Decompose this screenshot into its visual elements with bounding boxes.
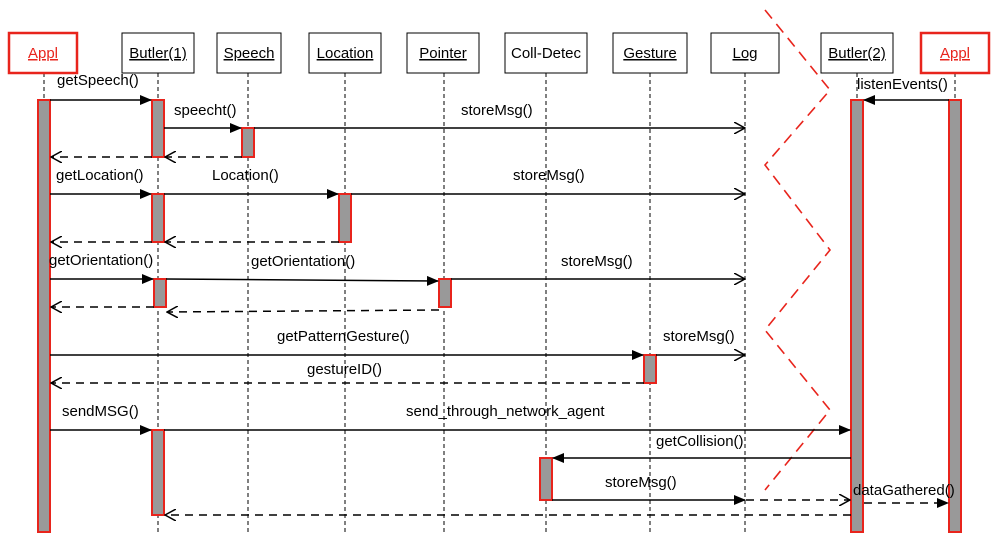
header-butler1: Butler(1) [129, 45, 187, 62]
activation-appl-left [37, 99, 51, 533]
arrow-getorientation-2 [165, 275, 439, 286]
header-location: Location [317, 45, 374, 62]
header-box-appl-left [7, 31, 79, 75]
label-storemsg-5: storeMsg() [605, 474, 677, 491]
header-box-speech [216, 32, 282, 74]
header-coll-detec: Coll-Detec [511, 45, 582, 62]
label-storemsg-2: storeMsg() [513, 167, 585, 184]
header-gesture: Gesture [623, 45, 676, 62]
label-location: Location() [212, 167, 279, 184]
label-speecht: speecht() [174, 102, 237, 119]
label-getlocation: getLocation() [56, 167, 144, 184]
header-box-gesture [612, 32, 688, 74]
label-sendmsg: sendMSG() [62, 403, 139, 420]
header-box-log [710, 32, 780, 74]
activation-coll-detec [539, 457, 553, 501]
activation-gesture [643, 354, 657, 384]
header-box-pointer [406, 32, 480, 74]
activation-butler1-send [151, 429, 165, 516]
activation-pointer [438, 278, 452, 308]
label-storemsg-1: storeMsg() [461, 102, 533, 119]
activation-speech [241, 127, 255, 158]
label-storemsg-4: storeMsg() [663, 328, 735, 345]
label-getorientation-2: getOrientation() [251, 253, 355, 270]
label-send-through-network: send_through_network_agent [406, 403, 605, 420]
label-getpatterngesture: getPatternGesture() [277, 328, 410, 345]
header-appl-right: Appl [940, 45, 970, 62]
return-pointer-to-butler1 [167, 310, 440, 312]
header-box-appl-right [919, 31, 991, 75]
header-speech: Speech [224, 45, 275, 62]
header-box-butler2 [820, 32, 894, 74]
activation-butler1-speech [151, 99, 165, 158]
header-log: Log [732, 45, 757, 62]
label-storemsg-3: storeMsg() [561, 253, 633, 270]
header-box-coll-detec [504, 32, 588, 74]
label-getorientation-1: getOrientation() [49, 252, 153, 269]
label-gestureid: gestureID() [307, 361, 382, 378]
header-pointer: Pointer [419, 45, 467, 62]
activation-butler1-location [151, 193, 165, 243]
label-datagathered: dataGathered() [853, 482, 955, 499]
lifeline-headers: Appl Butler(1) Speech Location Pointer C… [7, 31, 991, 75]
activation-butler1-pointer [153, 278, 167, 308]
label-getcollision: getCollision() [656, 433, 744, 450]
header-butler2: Butler(2) [828, 45, 886, 62]
network-separator [763, 9, 832, 491]
header-box-location [308, 32, 382, 74]
label-listenevents: listenEvents() [857, 76, 948, 93]
activation-appl-right [948, 99, 962, 533]
activation-butler2 [850, 99, 864, 533]
activation-location [338, 193, 352, 243]
header-appl-left: Appl [28, 45, 58, 62]
label-getspeech: getSpeech() [57, 72, 139, 89]
header-box-butler1 [121, 32, 195, 74]
